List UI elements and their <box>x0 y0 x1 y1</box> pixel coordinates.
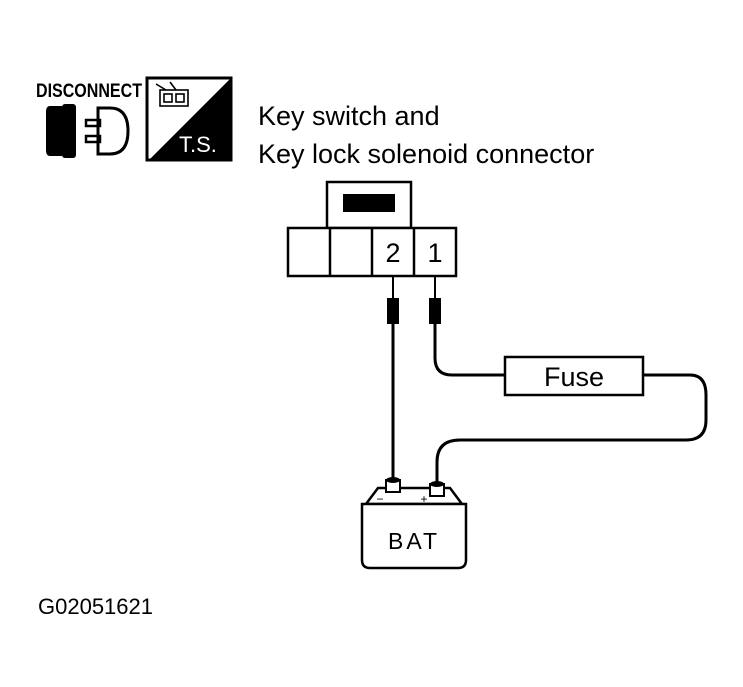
ts-label: T.S. <box>179 132 217 157</box>
connector-lock-tab <box>343 194 395 212</box>
title-line-2: Key lock solenoid connector <box>258 139 594 169</box>
battery-label: BAT <box>388 528 440 554</box>
plug-disconnect-icon <box>46 104 130 158</box>
terminal-1-label: 1 <box>427 238 442 268</box>
fuse-label: Fuse <box>544 362 604 392</box>
disconnect-icon-group: DISCONNECT <box>36 81 142 158</box>
key-lock-solenoid-connector: 2 1 <box>286 180 458 278</box>
fuse-wire <box>433 324 708 484</box>
battery-neg-mark: − <box>376 492 383 506</box>
battery-pos-mark: + <box>420 492 427 506</box>
connector-test-icon: T.S. <box>145 76 233 162</box>
title-line-1: Key switch and <box>258 101 440 131</box>
battery: − + BAT <box>360 477 468 570</box>
fuse: Fuse <box>503 355 645 397</box>
disconnect-label: DISCONNECT <box>36 81 142 102</box>
figure-id: G02051621 <box>38 594 153 619</box>
probe-terminal-2 <box>387 276 399 480</box>
probe-terminal-1 <box>429 276 441 324</box>
terminal-2-label: 2 <box>385 238 400 268</box>
